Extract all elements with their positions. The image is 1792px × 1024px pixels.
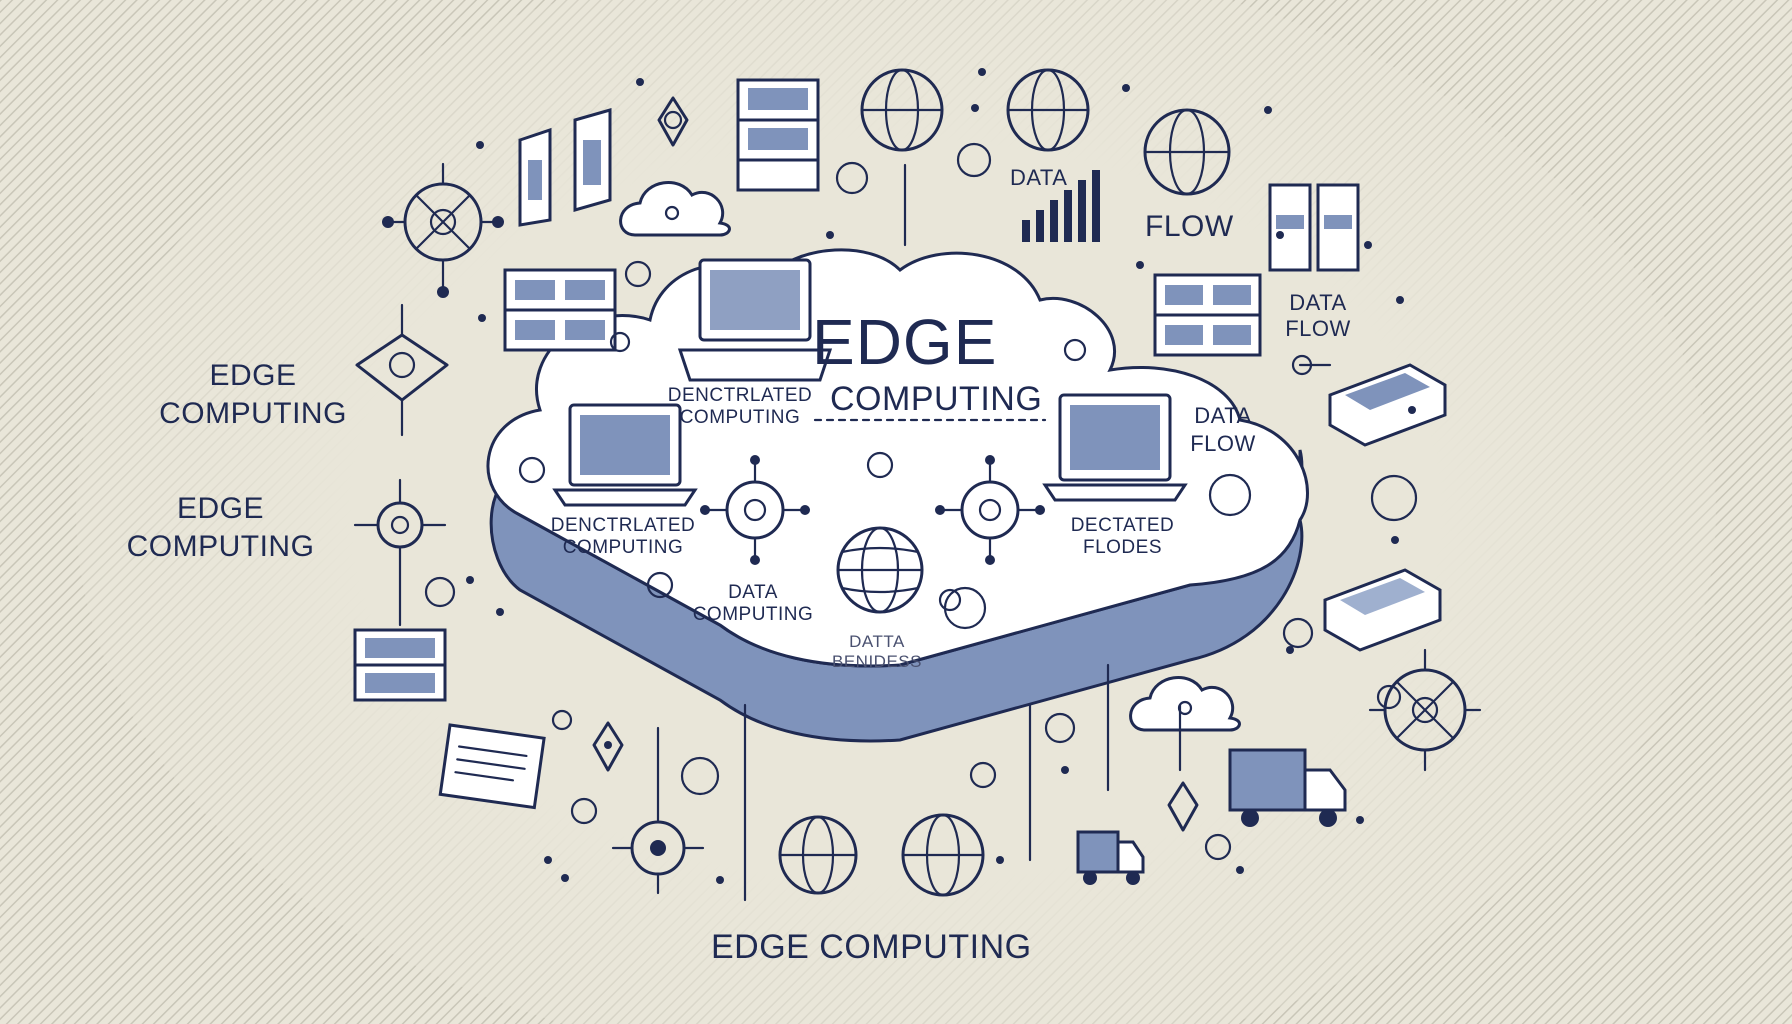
laptop-icon [552, 403, 698, 507]
truck-icon [1228, 748, 1347, 827]
data-computing-label: DATA COMPUTING [692, 582, 814, 625]
network-node-icon [355, 303, 449, 437]
hero-title: EDGE [812, 306, 998, 378]
network-node-icon [611, 726, 705, 895]
edge-computing-label-left-2: EDGE COMPUTING [126, 492, 315, 563]
laptop-icon [1042, 393, 1188, 502]
location-pin-icon [657, 96, 689, 147]
data-benefits-label: DATTA BENIDESS [832, 632, 922, 671]
globe-icon [901, 813, 985, 897]
bar-chart-icon [1022, 170, 1100, 242]
server-rack-icon [1153, 273, 1262, 357]
node-dots [518, 338, 1252, 630]
globe-icon [860, 68, 944, 152]
data-label-top: DATA [1010, 165, 1068, 190]
globe-icon [1006, 68, 1090, 152]
decorative-dots [466, 68, 1416, 884]
globe-icon [778, 815, 858, 895]
server-rack-icon [503, 268, 617, 352]
location-pin-icon [1167, 781, 1199, 832]
data-flow-label-right: DATA FLOW [1285, 290, 1351, 341]
network-node-icon [382, 162, 504, 298]
server-rack-icon [736, 78, 820, 192]
network-node-icon [700, 455, 810, 565]
globe-icon [1143, 108, 1231, 196]
server-tower-icon [1268, 183, 1360, 272]
truck-icon [1076, 830, 1145, 885]
hero-subtitle: COMPUTING [830, 380, 1043, 418]
footer-title: EDGE COMPUTING [711, 928, 1032, 966]
cloud-icon [619, 181, 731, 237]
network-node-icon [353, 478, 447, 627]
laptop-icon [677, 258, 833, 382]
cloud-icon [1129, 676, 1241, 732]
decorative-rings [424, 142, 1418, 861]
location-pin-icon [592, 721, 624, 772]
decentralized-label-top: DENCTRLATED COMPUTING [667, 385, 813, 428]
server-tower-icon [518, 108, 612, 227]
network-node-icon [1368, 648, 1482, 772]
router-icon [1323, 568, 1442, 652]
connector-lines [743, 163, 1332, 902]
flow-label-top: FLOW [1145, 210, 1234, 243]
router-icon [1328, 363, 1447, 447]
document-icon [438, 723, 546, 810]
decentralized-label-left: DENCTRLATED COMPUTING [550, 515, 696, 558]
edge-computing-label-left-1: EDGE COMPUTING [159, 359, 347, 430]
data-flow-label-inner: DATA FLOW [1190, 403, 1256, 456]
server-rack-icon [353, 628, 447, 702]
globe-icon [836, 526, 924, 614]
network-node-icon [935, 455, 1045, 565]
dedicated-nodes-label: DECTATED FLODES [1070, 515, 1175, 558]
